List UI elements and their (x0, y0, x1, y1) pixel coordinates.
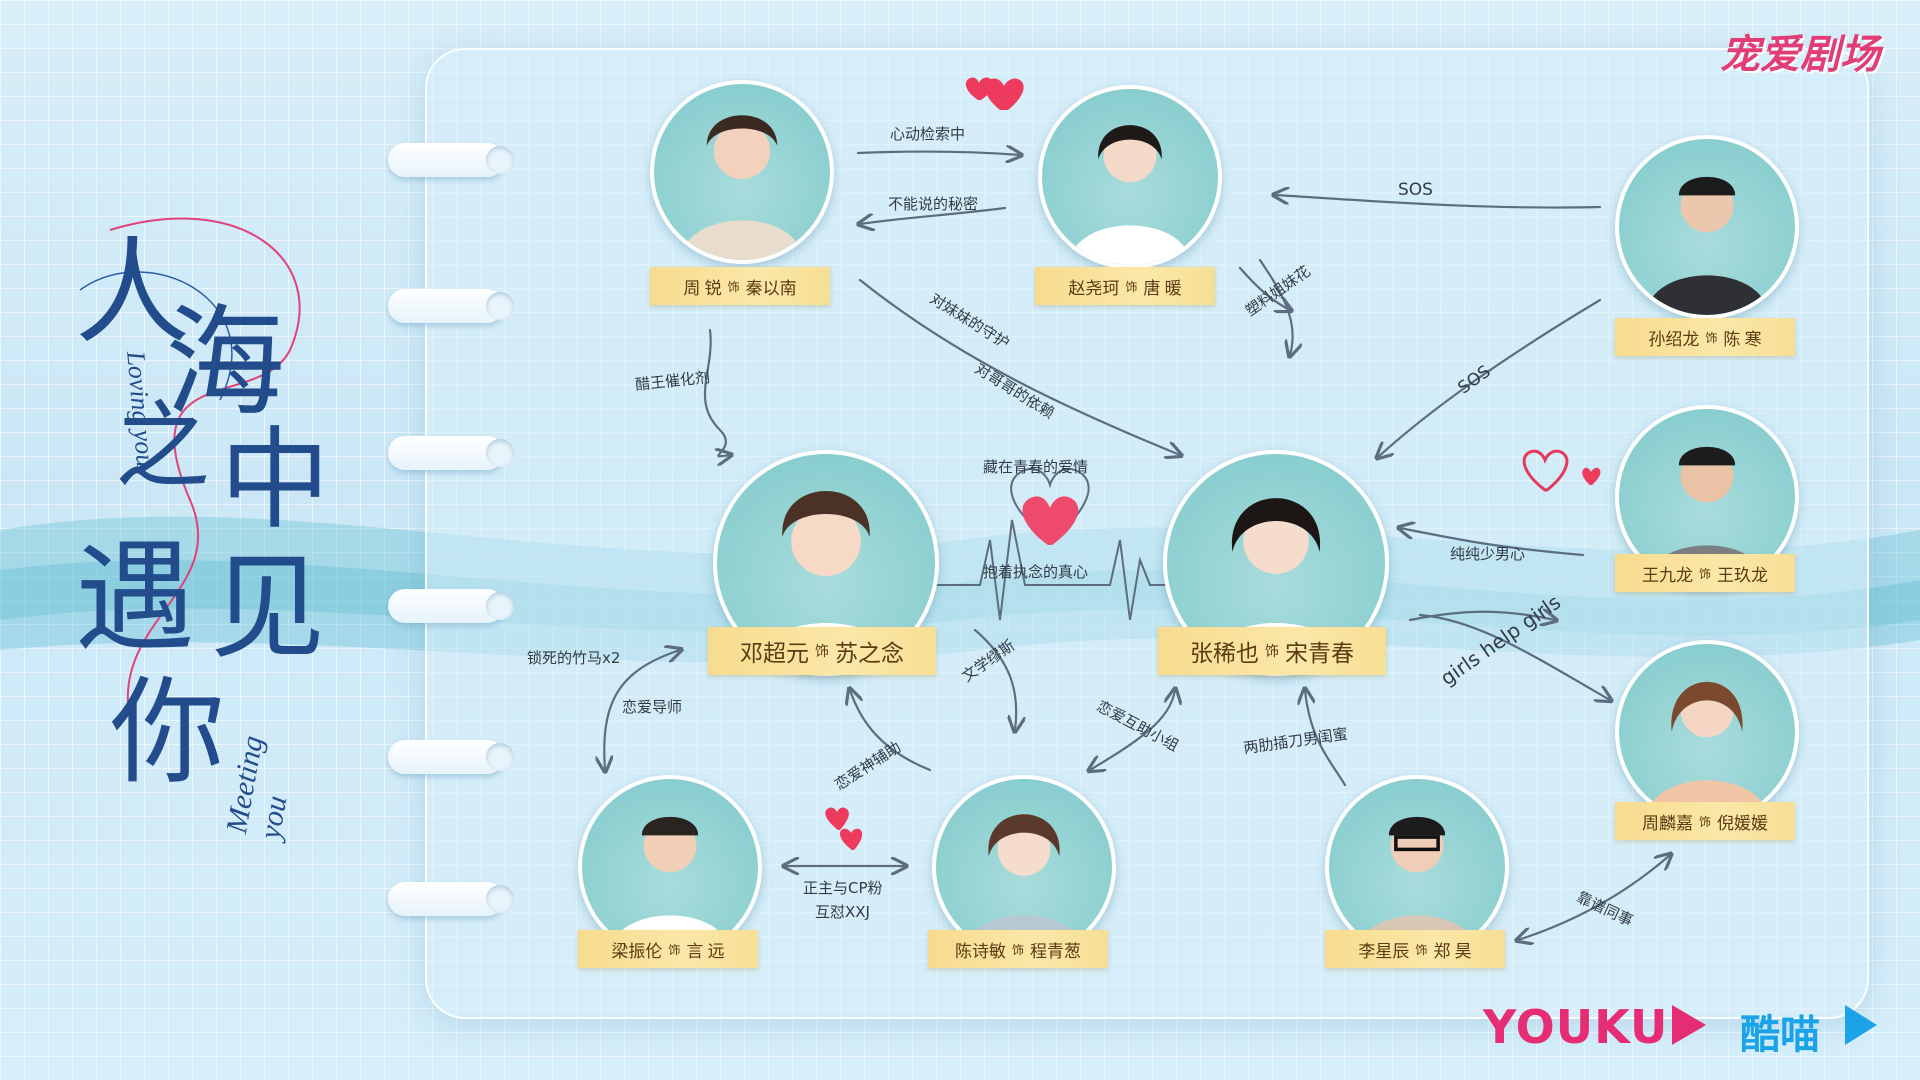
actor-name: 孙绍龙 (1648, 329, 1700, 349)
heartbeat-line (930, 519, 1175, 621)
person-name-label: 邓超元饰苏之念 (708, 627, 936, 675)
shi-label: 饰 (815, 645, 829, 660)
binder-ring (388, 589, 514, 623)
youku-play-icon (1672, 1005, 1706, 1045)
title-swirl-decoration (79, 217, 301, 721)
heart-icon (1022, 496, 1079, 545)
shi-label: 饰 (1415, 942, 1428, 957)
heart-icon (840, 828, 863, 850)
avatar (1615, 135, 1799, 319)
role-name: 秦以南 (745, 278, 797, 298)
actor-name: 张稀也 (1190, 641, 1259, 666)
shi-label: 饰 (1698, 814, 1711, 829)
relation-label: 纯纯少男心 (1450, 545, 1526, 563)
actor-name: 梁振伦 (611, 941, 663, 961)
role-name: 王玖龙 (1717, 565, 1768, 585)
actor-name: 赵尧珂 (1068, 278, 1120, 298)
actor-name: 王九龙 (1641, 565, 1693, 585)
binder-ring (388, 882, 514, 916)
role-name: 倪媛媛 (1717, 813, 1768, 833)
shi-label: 饰 (1011, 942, 1024, 957)
binder-ring (388, 289, 514, 323)
shi-label: 饰 (1265, 645, 1279, 660)
kumiao-play-icon (1845, 1005, 1877, 1045)
chongai-theater-logo: 宠爱剧场 (1720, 32, 1880, 78)
youku-logo: YOUKU (1483, 1000, 1669, 1054)
role-name: 程青葱 (1030, 941, 1081, 961)
binder-ring (388, 143, 514, 177)
shi-label: 饰 (727, 279, 740, 294)
role-name: 言 远 (686, 941, 725, 961)
title-char: 遇 (75, 529, 195, 668)
title-char: 海 (165, 294, 285, 433)
actor-name: 周 锐 (683, 278, 722, 298)
person-name-label: 王九龙饰王玖龙 (1615, 554, 1795, 592)
actor-name: 周麟嘉 (1641, 813, 1693, 833)
avatar (1038, 85, 1222, 269)
person-name-label: 周麟嘉饰倪媛媛 (1615, 802, 1795, 840)
actor-name: 李星辰 (1358, 941, 1410, 961)
person-name-label: 梁振伦饰言 远 (578, 930, 758, 968)
binder-ring (388, 436, 514, 470)
actor-name: 邓超元 (740, 641, 809, 666)
person-name-label: 赵尧珂饰唐 暖 (1035, 267, 1215, 305)
heart-icon (1582, 467, 1601, 485)
shi-label: 饰 (1125, 279, 1138, 294)
title-char: 你 (110, 666, 226, 800)
relation-label: 藏在青春的爱情 (983, 458, 1089, 476)
relation-label: 正主与CP粉 (803, 879, 883, 897)
title-char: 见 (210, 541, 326, 675)
shi-label: 饰 (1698, 566, 1711, 581)
title-char: 中 (220, 416, 330, 544)
person-name-label: 孙绍龙饰陈 寒 (1615, 318, 1795, 356)
avatar (1615, 640, 1799, 824)
relation-label: 抱着执念的真心 (983, 563, 1089, 581)
avatar (650, 80, 834, 264)
binder-ring (388, 740, 514, 774)
heart-outline-icon (1010, 467, 1090, 542)
relation-label: 锁死的竹马x2 (527, 649, 621, 667)
person-name-label: 陈诗敏饰程青葱 (928, 930, 1108, 968)
title-char: 之 (115, 392, 211, 502)
shi-label: 饰 (1705, 330, 1718, 345)
heart-icon (985, 78, 1024, 110)
heart-icon (825, 807, 849, 830)
role-name: 苏之念 (835, 641, 904, 666)
role-name: 陈 寒 (1723, 329, 1762, 349)
actor-name: 陈诗敏 (954, 941, 1006, 961)
title-char: 人 (75, 226, 191, 360)
show-title: 人 海 之 中 遇 见 你 Loving you Meeting you (70, 200, 340, 842)
role-name: 郑 昊 (1433, 941, 1472, 961)
heart-icon (1522, 449, 1569, 492)
relation-label: 互怼XXJ (815, 903, 870, 921)
relation-label: 不能说的秘密 (888, 195, 979, 213)
person-name-label: 李星辰饰郑 昊 (1325, 930, 1505, 968)
role-name: 唐 暖 (1143, 278, 1182, 298)
relation-label: SOS (1398, 180, 1433, 200)
role-name: 宋青春 (1285, 641, 1354, 666)
kumiao-logo: 酷喵 (1740, 1012, 1820, 1058)
person-name-label: 周 锐饰秦以南 (650, 267, 830, 305)
relation-label: 心动检索中 (890, 125, 966, 143)
shi-label: 饰 (668, 942, 681, 957)
person-name-label: 张稀也饰宋青春 (1158, 627, 1386, 675)
relation-label: 恋爱导师 (622, 698, 683, 716)
